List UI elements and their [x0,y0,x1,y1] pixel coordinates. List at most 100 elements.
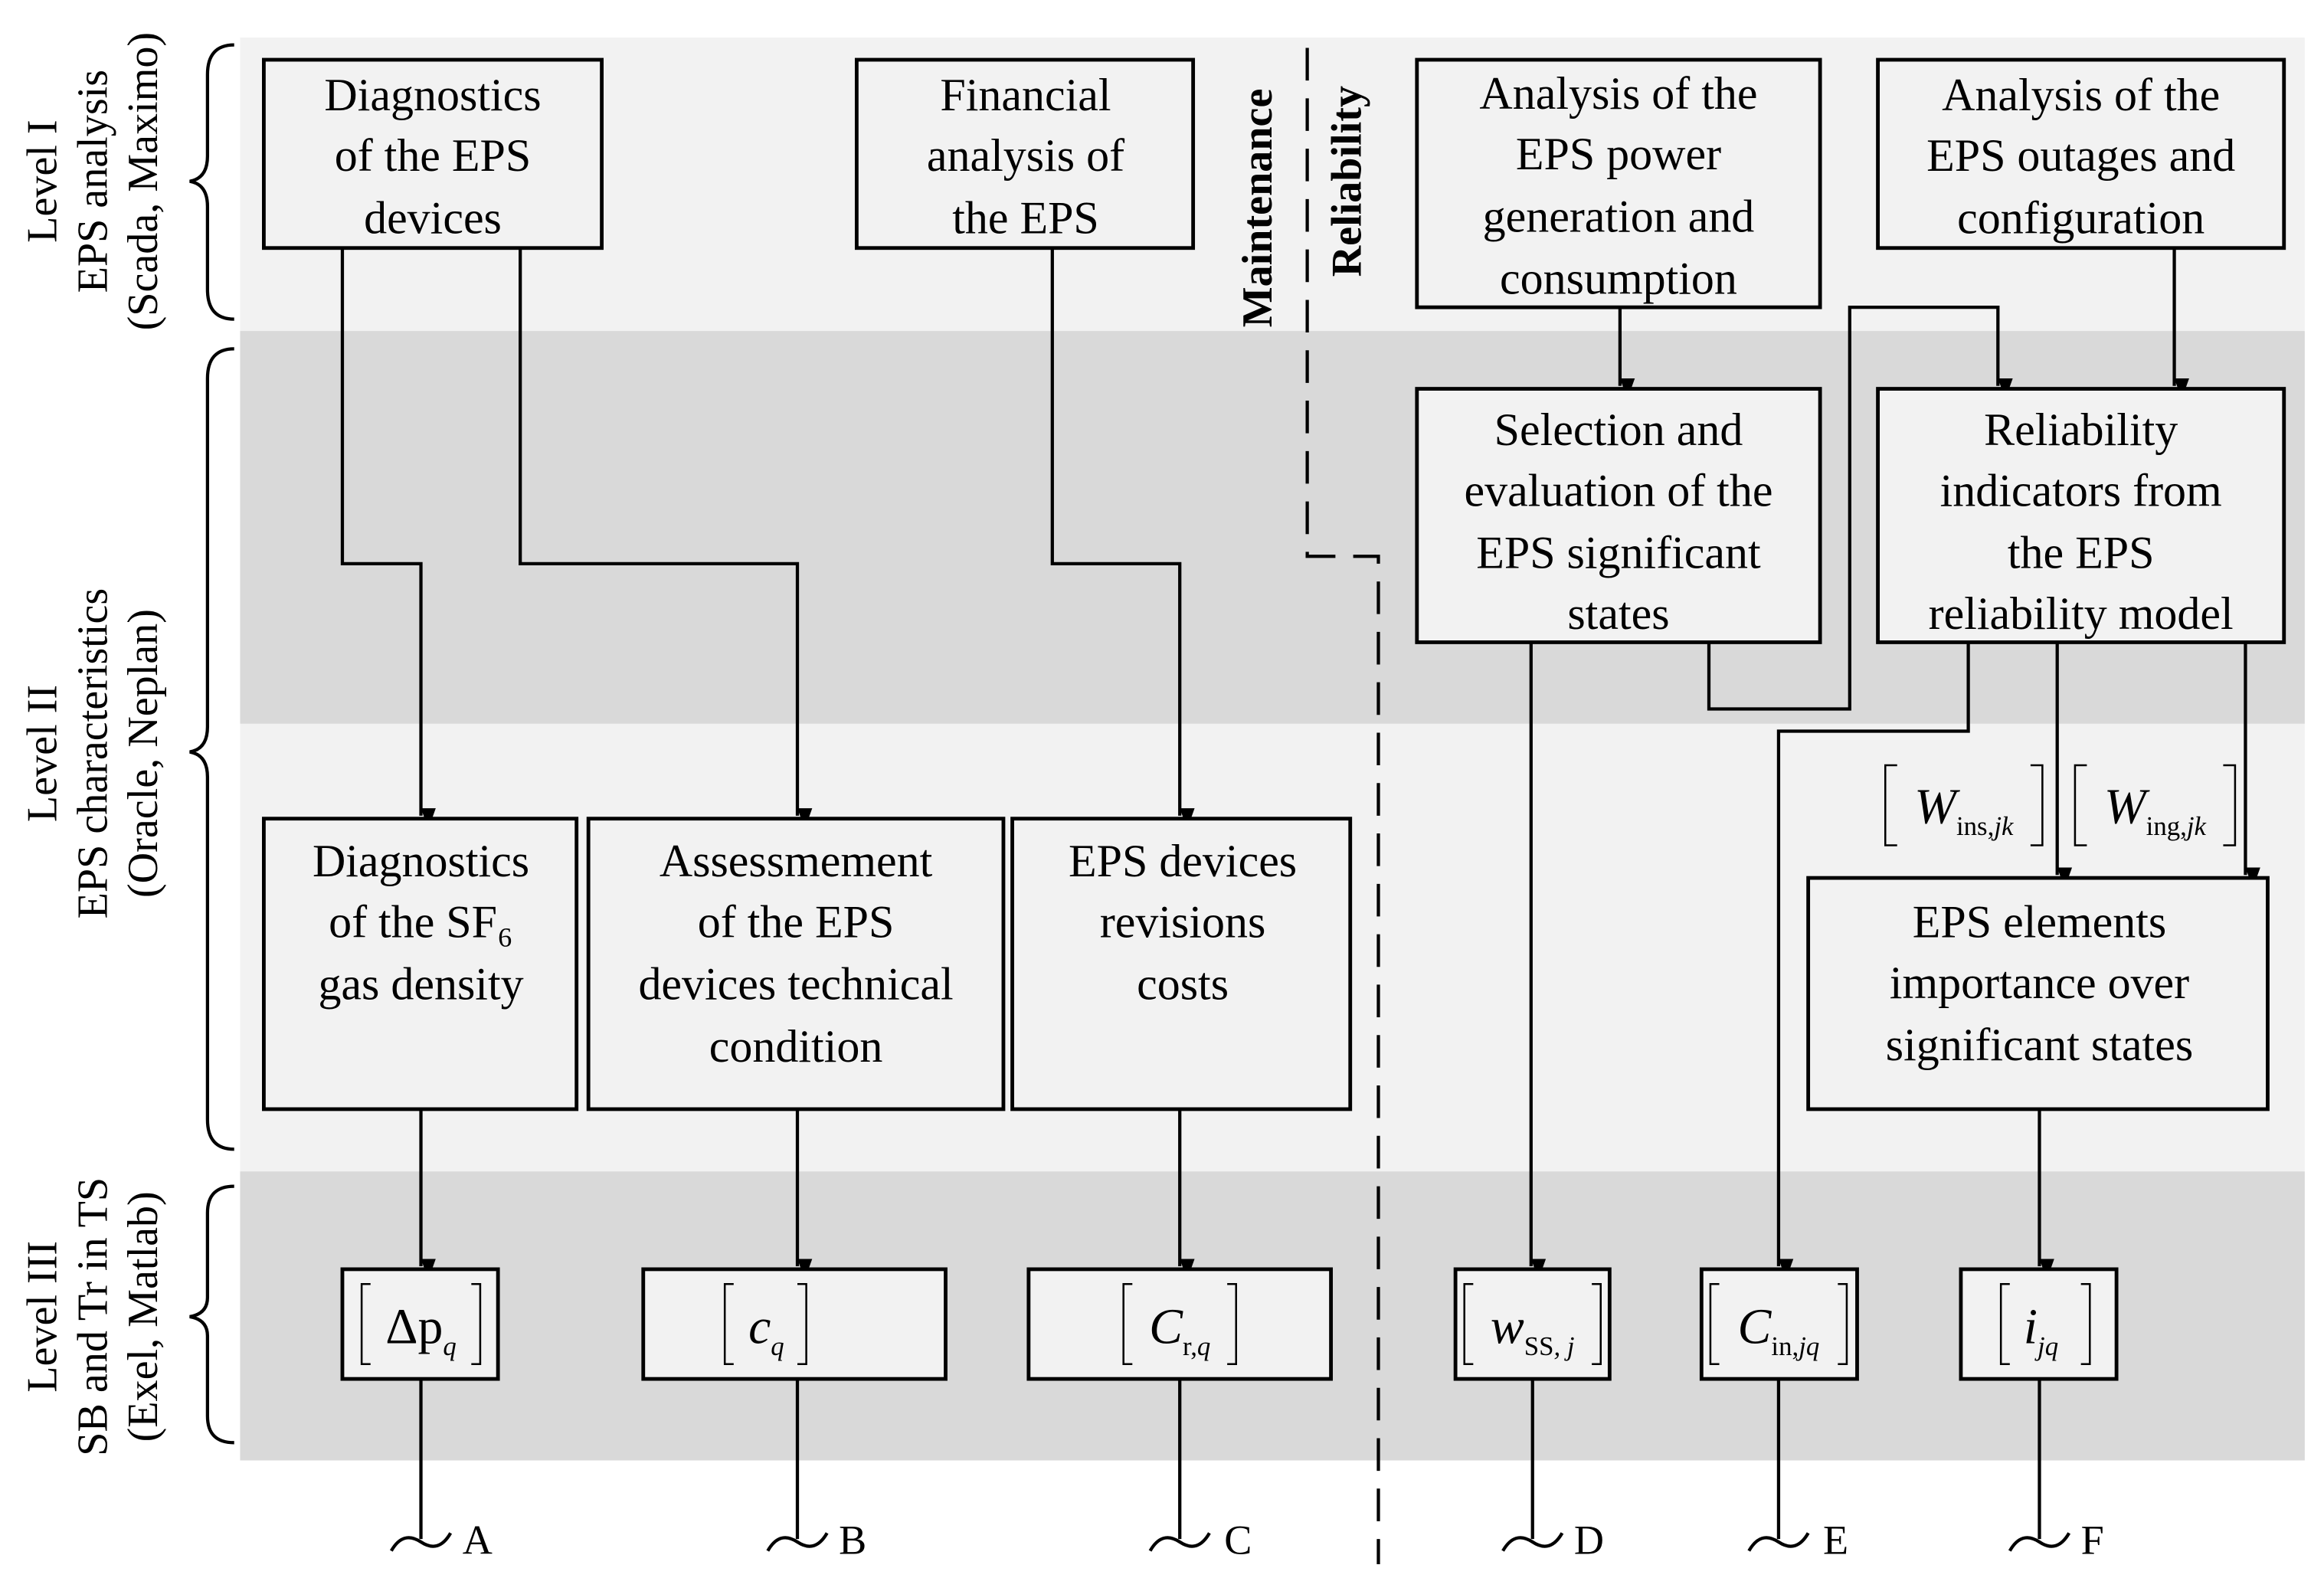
box-text: evaluation of the [1464,465,1772,516]
output-label-e: E [1823,1517,1848,1563]
box-revision-costs: EPS devices revisions costs [1010,817,1353,1111]
level-subtitle: EPS analysis [69,70,116,293]
box-text: consumption [1500,254,1737,304]
box-text: of the SF₆ [329,896,513,947]
box-text: Diagnostics [313,836,529,886]
box-text: Assessmement [660,836,933,886]
box-text: in, [1771,1331,1799,1361]
section-label-reliability: Reliability [1323,86,1370,277]
box-outages: Analysis of the EPS outages and configur… [1876,57,2286,250]
brace [189,347,234,1151]
box-text: analysis of [927,130,1124,181]
box-text: Δp [385,1299,443,1355]
box-text: W [2104,779,2150,835]
box-text: ing, [2146,811,2187,841]
matrix-w-ing: Wing,jk [2074,764,2237,846]
box-text: r, [1183,1331,1197,1361]
box-text: Reliability [1984,404,2178,455]
level-subtitle: SB and Tr in TS [69,1177,116,1456]
box-text: C [1738,1299,1772,1355]
box-text: the EPS [2008,528,2155,578]
box-text: Analysis of the [1479,68,1757,119]
svg-text:ijq: ijq [2024,1299,2058,1361]
box-text: w [1491,1299,1524,1355]
svg-text:wSS, j: wSS, j [1491,1299,1575,1361]
box-text: EPS devices [1069,836,1297,886]
output-label-c: C [1224,1517,1252,1563]
box-text: jk [1991,811,2014,841]
level-title: Level I [19,119,67,242]
box-text: Analysis of the [1942,70,2220,120]
box-text: states [1567,588,1669,639]
box-text: Selection and [1494,404,1743,455]
box-technical-condition: Assessmement of the EPS devices technica… [586,817,1006,1111]
level-2-label: Level II EPS characteristics (Oracle, Ne… [19,347,234,1151]
level-3-label: Level III SB and Tr in TS (Exel, Matlab) [19,1177,234,1456]
box-text: q [1197,1331,1210,1361]
svg-text:Cin,jq: Cin,jq [1738,1299,1820,1361]
box-text: EPS outages and [1926,130,2235,181]
box-significant-states: Selection and evaluation of the EPS sign… [1415,387,1822,644]
level-subtitle: EPS characteristics [69,588,116,919]
box-financial-analysis: Financial analysis of the EPS [854,57,1196,250]
box-reliability-indicators: Reliability indicators from the EPS reli… [1876,387,2286,644]
box-text: EPS significant [1476,528,1761,578]
level-tools: (Oracle, Neplan) [119,609,167,898]
box-text: jk [2184,811,2207,841]
box-text: devices technical [638,959,953,1010]
level-tools: (Scada, Maximo) [119,32,167,331]
svg-text:Δpq: Δpq [385,1299,457,1361]
box-power-generation: Analysis of the EPS power generation and… [1415,57,1822,309]
box-text: of the EPS [698,896,895,947]
brace [189,43,234,321]
svg-text:Wins,jk: Wins,jk [1914,779,2014,841]
box-text: jq [1795,1331,1819,1361]
box-text: EPS power [1516,129,1721,179]
output-label-b: B [839,1517,866,1563]
box-text: Financial [940,70,1111,120]
box-text: q [771,1331,784,1361]
svg-text:Wing,jk: Wing,jk [2104,779,2207,841]
matrix-box-wss: wSS, j [1453,1267,1612,1381]
section-divider [1305,47,1380,1564]
box-text: Diagnostics [324,70,541,120]
output-label-f: F [2081,1517,2104,1563]
box-text: ins, [1956,811,1994,841]
box-text: i [2024,1299,2038,1355]
box-text: EPS elements [1913,896,2166,947]
brace [189,1184,234,1445]
box-text: gas density [318,959,523,1010]
box-text: condition [709,1021,883,1072]
box-text: q [443,1331,456,1361]
section-label-maintenance: Maintenance [1234,89,1281,328]
box-text: revisions [1100,896,1266,947]
box-diagnostics-devices: Diagnostics of the EPS devices [262,57,604,250]
svg-text:Cr,q: Cr,q [1149,1299,1210,1361]
output-label-a: A [463,1517,493,1563]
matrix-box-dp: Δpq [340,1267,500,1381]
box-text: of the EPS [335,130,532,181]
outputs: A B C D E F [389,1379,2104,1563]
level-title: Level III [19,1241,67,1393]
level-title: Level II [19,685,67,822]
box-text: importance over [1890,958,2189,1008]
box-text: configuration [1957,192,2205,243]
level-1-label: Level I EPS analysis (Scada, Maximo) [19,32,234,331]
box-text: significant states [1886,1020,2193,1070]
box-text: generation and [1483,191,1755,241]
box-text: , j [1553,1331,1574,1361]
box-text: reliability model [1929,588,2234,639]
matrix-box-i: ijq [1959,1267,2119,1381]
box-text: SS [1524,1331,1554,1361]
box-text: the EPS [952,192,1099,243]
box-text: costs [1137,959,1229,1010]
box-text: jq [2034,1331,2058,1361]
box-elements-importance: EPS elements importance over significant… [1806,876,2270,1111]
matrix-box-cin: Cin,jq [1699,1267,1859,1381]
matrix-box-cr: Cr,q [1026,1267,1334,1381]
output-label-d: D [1574,1517,1604,1563]
box-text: indicators from [1940,465,2222,516]
level-tools: (Exel, Matlab) [119,1191,167,1442]
box-text: C [1149,1299,1183,1355]
